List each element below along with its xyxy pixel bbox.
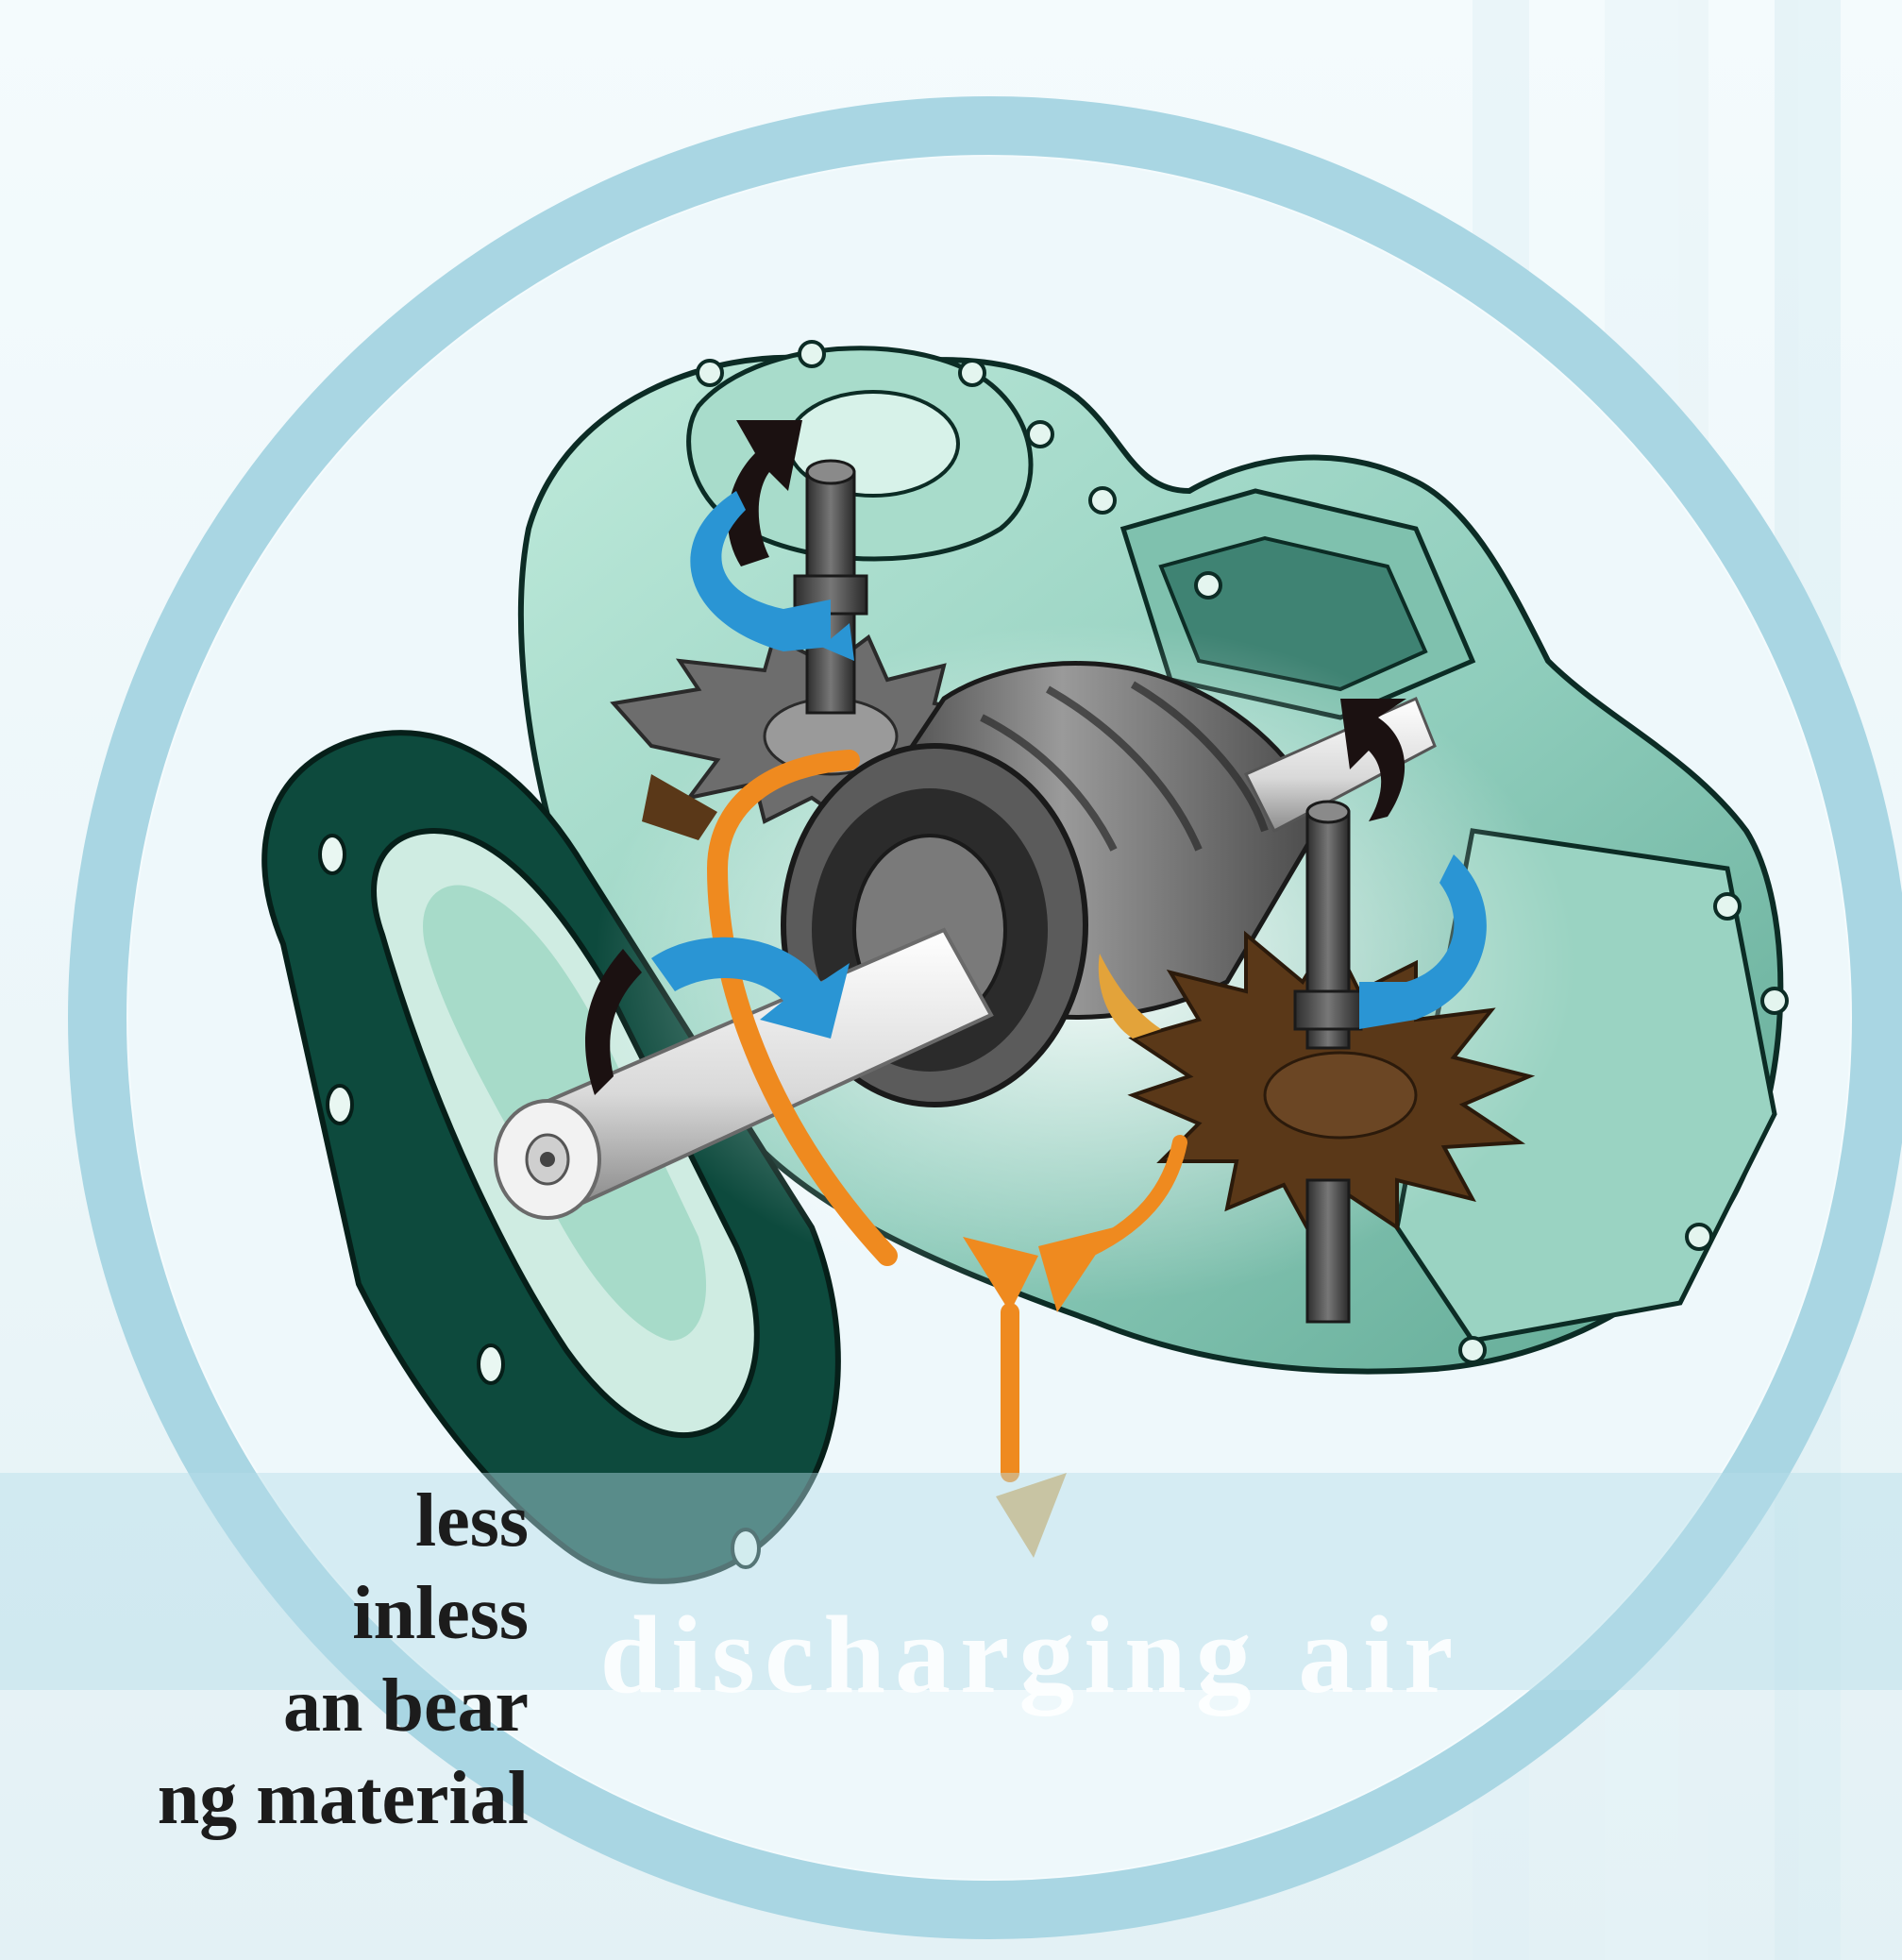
- body-text-line-1: less: [0, 1475, 529, 1567]
- body-text-line-4: ng material: [0, 1752, 529, 1845]
- diagram-caption: discharging air: [0, 1591, 1902, 1719]
